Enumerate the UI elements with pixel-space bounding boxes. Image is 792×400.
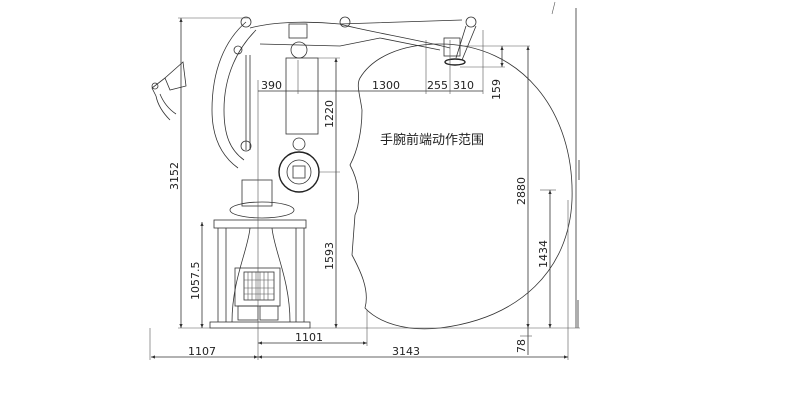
dim-310: 310 <box>453 79 474 92</box>
dim-1101: 1101 <box>295 331 323 344</box>
right-side-fixture <box>551 1 580 328</box>
work-range-label: 手腕前端动作范围 <box>380 132 484 148</box>
work-envelope-curve <box>349 43 573 330</box>
dim-1107: 1107 <box>188 345 216 358</box>
dim-1220: 1220 <box>323 100 336 128</box>
dim-78: 78 <box>515 339 528 353</box>
dim-1300: 1300 <box>372 79 400 92</box>
robot-wrist <box>443 37 466 66</box>
robot-column <box>278 23 320 193</box>
dimension-lines <box>149 17 580 360</box>
dim-1057-5: 1057.5 <box>189 262 202 301</box>
dim-159: 159 <box>490 79 503 100</box>
dim-1593: 1593 <box>323 242 336 270</box>
dim-390: 390 <box>261 79 282 92</box>
gripper-tool <box>151 61 187 121</box>
dim-3152: 3152 <box>168 162 181 190</box>
robot-base <box>209 179 311 329</box>
base-vent-grille <box>243 271 275 301</box>
dim-255: 255 <box>427 79 448 92</box>
dim-2880: 2880 <box>515 177 528 205</box>
dim-1434: 1434 <box>537 240 550 268</box>
robot-main-arm <box>249 16 477 61</box>
dim-3143: 3143 <box>392 345 420 358</box>
robot-rear-link <box>211 16 257 169</box>
